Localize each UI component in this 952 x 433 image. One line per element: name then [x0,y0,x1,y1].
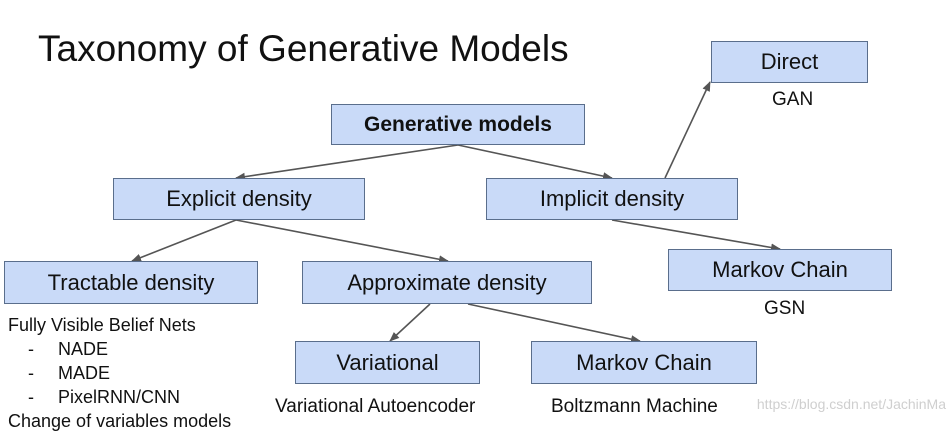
node-markov-chain-approx: Markov Chain [531,341,757,384]
list-item: - MADE [8,361,231,385]
edges-layer [131,81,781,344]
label-gsn: GSN [764,298,806,319]
edge-implicit-markov [611,219,781,252]
edge-approx-variational [389,303,431,342]
list-heading: Fully Visible Belief Nets [8,315,196,335]
list-item-label: NADE [58,339,109,359]
node-variational: Variational [295,341,480,384]
label-boltzmann-machine: Boltzmann Machine [551,396,718,417]
edge-explicit-tractable [131,219,237,262]
list-item-label: MADE [58,363,111,383]
edge-root-explicit [235,144,459,181]
label-gan: GAN [772,89,814,110]
edge-explicit-approximate [235,219,449,264]
node-direct: Direct [711,41,868,83]
node-approximate-density: Approximate density [302,261,592,304]
node-generative-models: Generative models [331,104,585,145]
list-item: - PixelRNN/CNN [8,385,231,409]
list-dash: - [28,387,34,407]
node-markov-chain-implicit: Markov Chain [668,249,892,291]
list-dash: - [28,363,34,383]
list-footer: Change of variables models [8,411,232,431]
page-title: Taxonomy of Generative Models [38,28,569,69]
edge-root-implicit [457,144,613,181]
list-item: - NADE [8,337,231,361]
edge-approx-markov [467,303,641,344]
node-tractable-density: Tractable density [4,261,258,304]
label-variational-autoencoder: Variational Autoencoder [275,396,476,417]
tractable-models-list: Fully Visible Belief Nets - NADE - MADE - P… [8,313,231,433]
list-dash: - [28,339,34,359]
list-item-label: PixelRNN/CNN [58,387,181,407]
node-implicit-density: Implicit density [486,178,738,220]
watermark: https://blog.csdn.net/JachinMa [756,396,946,412]
node-explicit-density: Explicit density [113,178,365,220]
edge-implicit-direct [664,81,711,179]
